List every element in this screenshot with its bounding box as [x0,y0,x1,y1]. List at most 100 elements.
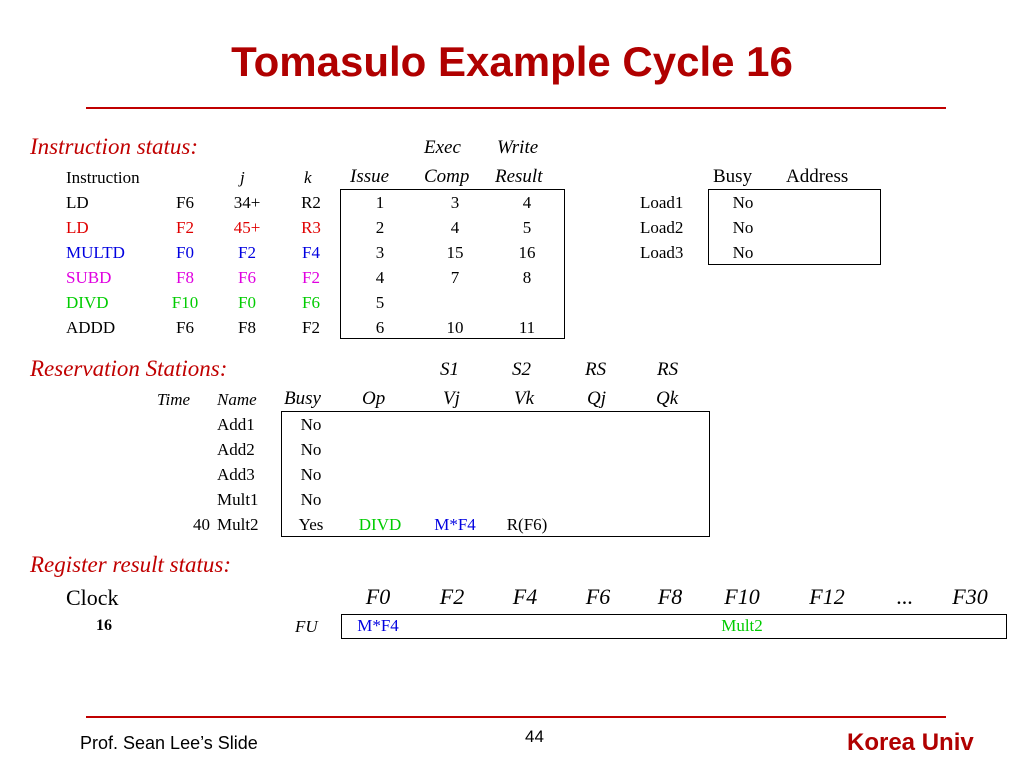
register-value-6: Mult2 [721,616,763,635]
instruction-result-cell: 4 [522,193,532,212]
rs-busy-header: Busy [284,388,321,409]
instruction-result-cell: 11 [518,318,536,337]
rs-busy-cell: No [300,465,322,484]
instruction-k-cell: F2 [302,318,320,337]
rs-name-cell: Mult1 [217,490,259,509]
rs-name-cell: Add2 [217,440,255,459]
instruction-issue-cell: 6 [375,318,385,337]
slide-title: Tomasulo Example Cycle 16 [231,38,793,85]
instruction-k-cell: F4 [302,243,320,262]
instruction-k-cell: F2 [302,268,320,287]
reservation-stations-box [281,411,710,537]
load-buffer-name: Load2 [640,218,684,237]
address-header: Address [786,166,849,187]
instruction-k-cell: F6 [302,293,320,312]
instruction-issue-cell: 4 [375,268,385,287]
instruction-op-cell: ADDD [66,318,116,337]
instruction-op-cell: DIVD [66,293,109,312]
instruction-op-cell: LD [66,193,89,212]
vj-header: Vj [443,388,460,409]
rs-name-cell: Add3 [217,465,255,484]
instruction-result-cell: 16 [518,243,536,262]
instruction-result-cell: 5 [522,218,532,237]
instruction-op-cell: LD [66,218,89,237]
instruction-comp-cell: 10 [446,318,464,337]
instruction-j-cell: F2 [238,243,256,262]
instruction-dest-cell: F6 [176,193,194,212]
instruction-dest-cell: F2 [176,218,194,237]
clock-value: 16 [96,617,112,634]
qk-header: Qk [656,388,679,409]
instruction-dest-cell: F10 [171,293,199,312]
instruction-issue-cell: 2 [375,218,385,237]
exec-header: Exec [424,137,461,158]
busy-header: Busy [713,166,753,187]
rs-time-cell: 40 [193,515,210,534]
register-header-5: F8 [657,584,683,609]
rs-busy-cell: Yes [298,515,324,534]
instruction-comp-cell: 15 [446,243,464,262]
instruction-issue-cell: 5 [375,293,385,312]
rs-vj-cell: M*F4 [434,515,476,534]
instruction-header: Instruction [66,168,140,187]
register-header-2: F2 [439,584,465,609]
instruction-dest-cell: F0 [176,243,194,262]
instruction-status-box [340,189,565,339]
register-header-1: F0 [365,584,391,609]
instruction-k-cell: R2 [301,193,321,212]
load-buffer-busy: No [732,243,754,262]
load-buffer-name: Load1 [640,193,684,212]
register-header-6: F10 [724,584,760,609]
page-number: 44 [525,727,544,746]
time-header: Time [157,390,191,409]
load-buffer-busy: No [732,193,754,212]
instruction-j-cell: F0 [238,293,256,312]
instruction-comp-cell: 7 [450,268,460,287]
clock-label: Clock [66,585,119,610]
register-header-9: F30 [952,584,988,609]
instruction-issue-cell: 3 [375,243,385,262]
comp-header: Comp [424,166,470,187]
register-header-4: F6 [585,584,611,609]
s2-header: S2 [512,359,531,380]
rs-busy-cell: No [300,415,322,434]
instruction-j-cell: 34+ [233,193,261,212]
rs-name-cell: Mult2 [217,515,259,534]
name-header: Name [217,390,257,409]
register-header-8: ... [896,584,914,609]
instruction-result-cell: 8 [522,268,532,287]
rs-busy-cell: No [300,490,322,509]
footer-org: Korea Univ [847,729,974,756]
instruction-op-cell: MULTD [66,243,125,262]
load-buffer-name: Load3 [640,243,684,262]
instruction-j-cell: F6 [238,268,256,287]
footer-author: Prof. Sean Lee’s Slide [80,733,258,753]
rs-header-1: RS [585,359,607,380]
k-header: k [304,168,312,187]
write-header: Write [497,137,539,158]
register-status-box [341,614,1007,639]
rs-op-cell: DIVD [358,515,402,534]
fu-label: FU [295,617,318,636]
issue-header: Issue [350,166,390,187]
s1-header: S1 [440,359,459,380]
instruction-k-cell: R3 [301,218,321,237]
instruction-j-cell: 45+ [233,218,261,237]
qj-header: Qj [587,388,606,409]
reservation-stations-label: Reservation Stations: [30,356,228,381]
instruction-status-label: Instruction status: [30,134,199,159]
rs-busy-cell: No [300,440,322,459]
vk-header: Vk [514,388,535,409]
result-header: Result [495,166,543,187]
register-header-7: F12 [809,584,845,609]
instruction-dest-cell: F8 [176,268,194,287]
instruction-dest-cell: F6 [176,318,194,337]
rs-header-2: RS [657,359,679,380]
rs-name-cell: Add1 [217,415,255,434]
instruction-issue-cell: 1 [375,193,385,212]
register-status-label: Register result status: [30,552,232,577]
rs-vk-cell: R(F6) [506,515,548,534]
j-header: j [240,168,245,187]
register-header-3: F4 [512,584,538,609]
instruction-comp-cell: 4 [450,218,460,237]
